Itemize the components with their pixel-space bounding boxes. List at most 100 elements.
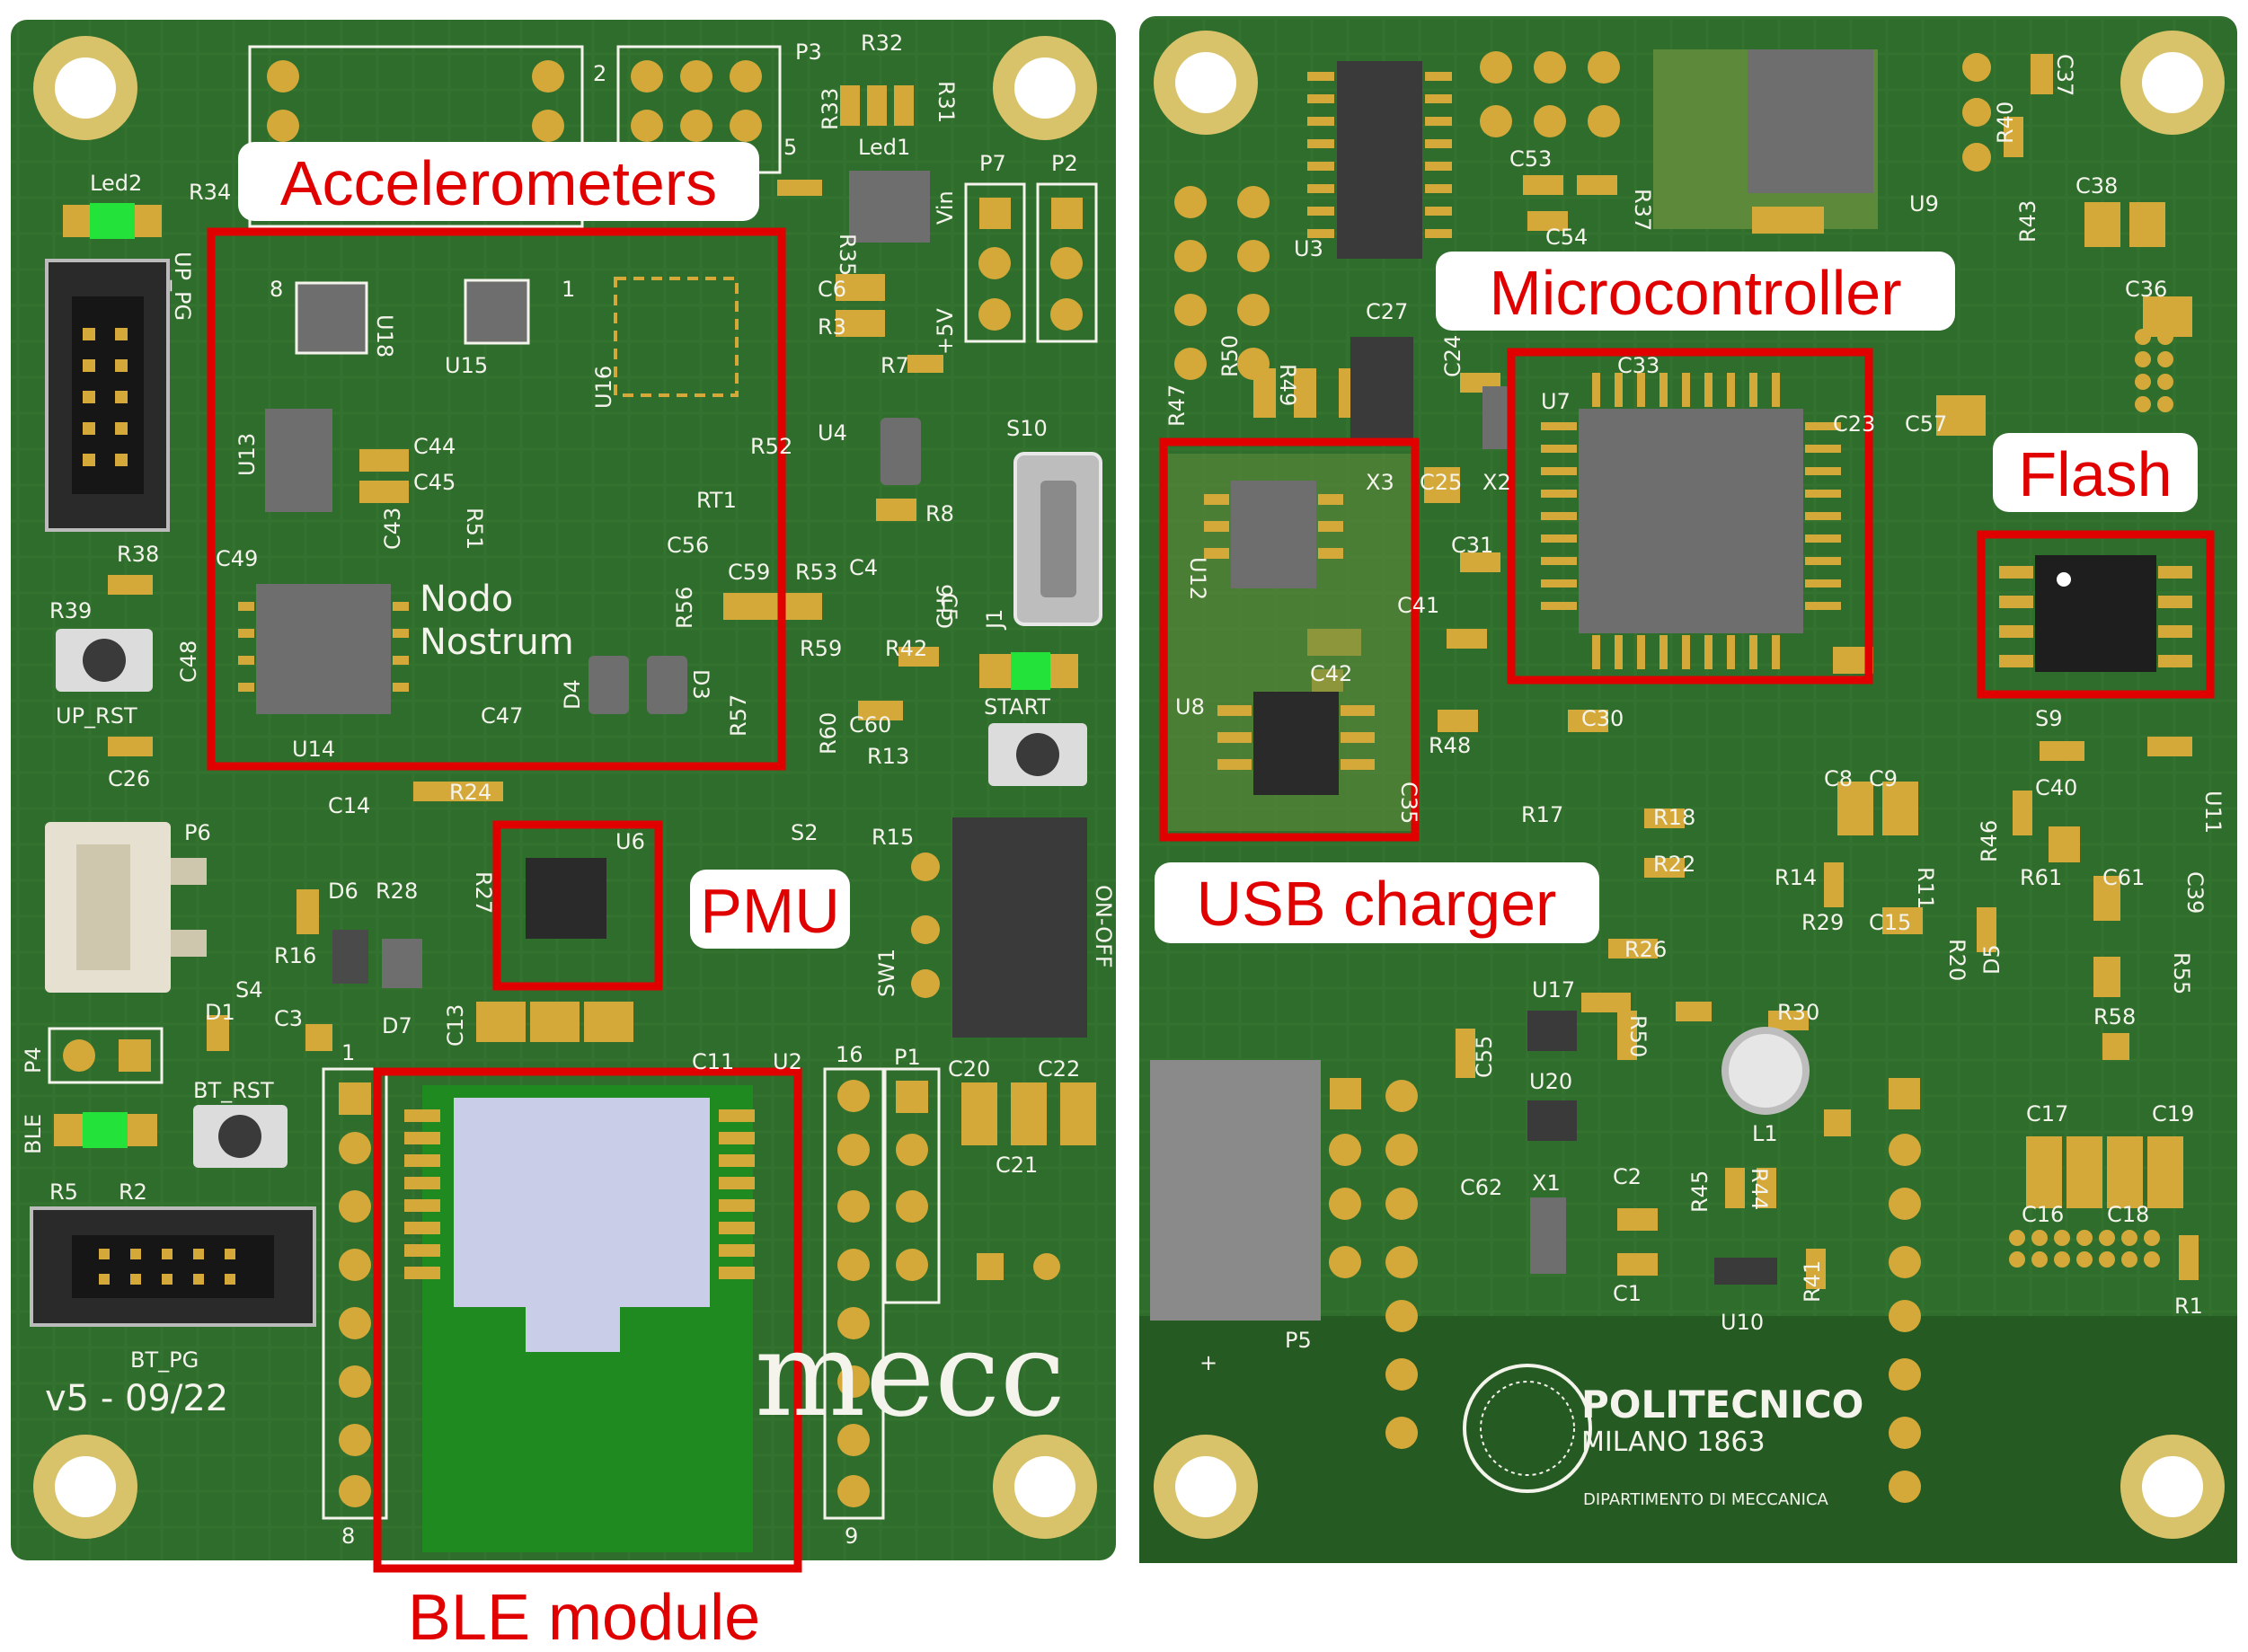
silk-label: C25 [1420,470,1462,495]
silk-label: RT1 [696,488,737,513]
silk-label: U18 [372,314,397,358]
politecnico-name: POLITECNICO [1581,1383,1863,1427]
silk-label: R41 [1800,1260,1825,1303]
politecnico-logo: POLITECNICO MILANO 1863 DIPARTIMENTO DI … [1463,1364,1863,1509]
silk-label: C38 [2075,173,2118,199]
u9-tab [1752,207,1824,234]
start-button-cap[interactable] [1016,733,1059,776]
mounting-hole [993,36,1097,140]
ble-module-highlight [373,1067,802,1573]
silk-label: U4 [818,420,847,446]
silk-label: C59 [728,560,770,585]
microcontroller-highlight [1507,348,1873,685]
silk-label: C57 [1905,411,1947,437]
silk-label: S4 [235,977,263,1003]
header-outline [964,182,1026,343]
silk-label: C60 [849,712,891,738]
silk-label: C19 [2152,1101,2194,1126]
silk-label: C6 [818,277,846,302]
silk-label: C47 [481,703,523,729]
silk-label: R32 [861,31,903,56]
header-outline [1036,182,1098,343]
led-green [83,1112,128,1148]
u13-chip [265,409,332,512]
silk-label: U20 [1529,1069,1572,1094]
silk-label: R44 [1747,1168,1772,1210]
flash-chip [2035,555,2156,672]
accelerometer-chip [464,278,530,345]
nostrum-text: Nostrum [420,622,574,663]
ble-module-label-bg [323,1581,791,1652]
silk-label: 1 [341,1040,355,1065]
silk-label: U12 [1185,557,1210,600]
silk-label: R18 [1653,805,1695,830]
silk-label: C1 [1613,1281,1642,1306]
silk-label: D5 [1979,944,2005,975]
u16-footprint [614,277,739,397]
silk-label: P3 [795,40,822,65]
usb-charger-label: USB charger [1197,869,1557,939]
ble-module-pins [404,1109,755,1279]
politecnico-seal-inner [1480,1381,1575,1476]
mounting-hole [33,1435,137,1539]
silk-label: R45 [1687,1171,1713,1213]
flash-pin1-dot [2057,572,2071,587]
silk-label: X1 [1532,1171,1561,1196]
silk-label: 2 [593,61,606,86]
flash-pins [1999,566,2192,667]
silk-label: R24 [449,780,491,805]
silk-label: D7 [382,1013,412,1038]
silk-label: D4 [560,679,585,710]
silk-label: C4 [849,555,878,580]
silk-label: C3 [274,1006,303,1031]
silk-label: R20 [1944,939,1969,981]
back-board-ground-plane [1139,1316,2237,1563]
silk-label: C42 [1310,661,1352,686]
silk-label: C23 [1833,411,1875,437]
politecnico-seal [1463,1364,1592,1493]
silk-label: C35 [1396,782,1421,824]
led1-chip [849,171,930,243]
u12-chip [1231,481,1316,588]
usb-charger-highlight [1159,437,1420,842]
silk-label: C17 [2026,1101,2068,1126]
silk-label: P6 [184,820,211,845]
silk-label: R38 [117,542,159,567]
silk-label: Vin [933,190,958,225]
d6-diode [332,930,368,984]
microcontroller-label: Microcontroller [1490,258,1902,328]
u14-pins [238,602,409,692]
pmu-label-bg [690,870,850,949]
silk-label: R33 [818,88,843,130]
silk-label: R29 [1801,910,1844,935]
header-pads [267,60,762,142]
silk-label: S10 [1006,416,1048,441]
silk-label: S9 [2035,706,2063,731]
silk-label: U14 [292,737,335,762]
silk-label: R42 [885,636,927,661]
silk-label: U11 [2200,791,2226,834]
silk-label: 16 [836,1042,863,1067]
silk-label: U15 [445,353,488,378]
up-rst-button-cap[interactable] [83,639,126,682]
silk-label: R60 [816,712,841,755]
version-text: v5 - 09/22 [45,1378,228,1419]
silk-label: R17 [1521,802,1563,827]
silk-label: R27 [471,871,496,914]
silk-label: R13 [867,744,909,769]
on-off-switch[interactable] [952,817,1087,1038]
charger-pins [1204,494,1375,770]
mounting-hole [1154,1435,1258,1539]
connector-pin [171,858,207,885]
silk-label: R14 [1775,865,1817,890]
silk-label: P1 [894,1045,921,1070]
silk-label: C36 [2125,277,2167,302]
silk-label: X3 [1366,470,1394,495]
u8-chip [1253,692,1339,795]
silk-label: C15 [1869,910,1911,935]
bt-rst-button-cap[interactable] [218,1115,261,1158]
silk-label: R61 [2020,865,2062,890]
connector-pin [171,930,207,957]
silk-label: R56 [672,587,697,629]
silk-label: START [984,694,1050,720]
